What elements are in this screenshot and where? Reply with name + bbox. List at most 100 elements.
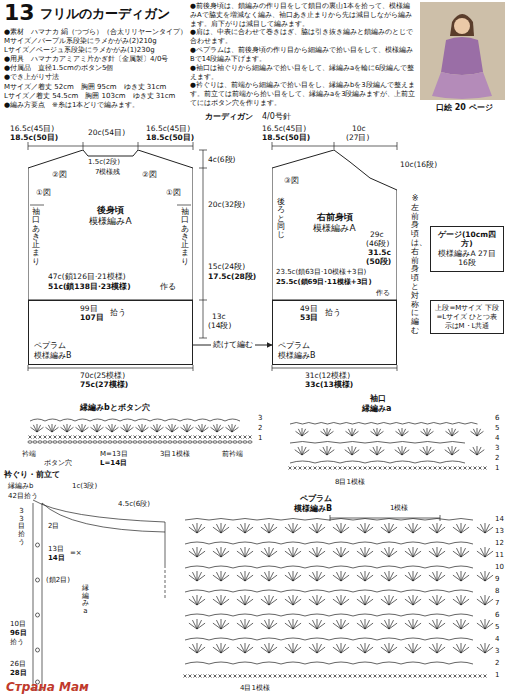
treble-stitch: [485, 572, 490, 581]
single-crochet: [474, 467, 477, 470]
node-text: ゲージ(10cm四方): [434, 230, 500, 249]
chain-arch: [440, 442, 465, 444]
length-dimension: [199, 150, 207, 338]
single-crochet: [74, 436, 77, 439]
single-crochet: [454, 675, 457, 678]
buttonhole-mark: [36, 578, 40, 582]
treble-stitch: [269, 524, 274, 533]
treble-stitch: [437, 523, 438, 533]
treble-stitch: [446, 431, 452, 436]
treble-stitch: [413, 619, 414, 629]
vertical-note: 33目拾う: [18, 508, 25, 546]
treble-stitch: [485, 547, 486, 557]
buttonhole-mark: [36, 613, 40, 617]
single-crochet: [224, 675, 227, 678]
single-crochet: [64, 436, 67, 439]
annotation-label: 1: [258, 434, 262, 442]
single-crochet: [229, 675, 232, 678]
treble-stitch: [357, 527, 365, 533]
treble-stitch: [221, 596, 226, 605]
treble-stitch: [106, 427, 112, 432]
single-crochet: [359, 675, 362, 678]
chain-stitch: [128, 441, 132, 443]
chain-arch: [290, 442, 315, 444]
node-text: ペプラム: [278, 341, 310, 351]
chain-stitch: [178, 441, 182, 443]
treble-stitch: [302, 429, 306, 436]
annotation-label: (27目): [346, 133, 369, 142]
treble-stitch: [31, 427, 37, 432]
chain-stitch: [58, 441, 62, 443]
chain-stitch: [208, 441, 212, 443]
annotation-label: 51c(鎖138目·23模様): [48, 282, 131, 291]
single-crochet: [229, 436, 232, 439]
single-crochet: [174, 436, 177, 439]
model-photo: [420, 2, 505, 100]
treble-stitch: [402, 447, 406, 455]
vertical-note: ※左前身頃は、右前身頃と対称に編む: [411, 195, 419, 336]
connector-label: 続けて編む: [211, 340, 255, 350]
chain-arch: [401, 519, 425, 521]
treble-stitch: [67, 425, 71, 432]
treble-stitch: [221, 571, 222, 581]
annotation-label: =×: [70, 549, 82, 557]
treble-stitch: [461, 644, 466, 653]
treble-stitch: [295, 450, 302, 455]
single-crochet: [84, 436, 87, 439]
chain-stitch: [63, 441, 67, 443]
chain-arch: [401, 590, 425, 592]
annotation-label: 5: [495, 424, 499, 432]
annotation-label: 17.5c(28段): [208, 272, 256, 281]
chain-arch: [329, 638, 353, 640]
chain-stitch: [228, 441, 232, 443]
treble-stitch: [402, 429, 406, 436]
annotation-label: 6: [495, 414, 499, 422]
chain-arch: [281, 662, 305, 664]
treble-stitch: [452, 447, 456, 455]
treble-stitch: [405, 647, 413, 653]
annotation-label: ボタン穴: [44, 459, 72, 467]
treble-stitch: [197, 596, 202, 605]
treble-stitch: [477, 623, 485, 629]
treble-stitch: [309, 575, 317, 581]
chain-arch: [257, 614, 281, 616]
single-crochet: [259, 675, 262, 678]
chain-arch: [440, 461, 465, 463]
treble-stitch: [437, 571, 438, 581]
treble-stitch: [429, 575, 437, 581]
annotation-label: 31.5c: [368, 248, 391, 257]
chain-arch: [403, 423, 416, 425]
annotation-label: 2: [495, 454, 499, 462]
single-crochet: [249, 675, 252, 678]
treble-stitch: [302, 447, 306, 455]
treble-stitch: [427, 447, 431, 455]
instruction-note: ●でき上がり寸法: [4, 73, 190, 82]
chain-arch: [425, 662, 449, 664]
single-crochet: [309, 467, 312, 470]
single-crochet: [474, 675, 477, 678]
single-crochet: [214, 675, 217, 678]
treble-stitch: [357, 551, 365, 557]
treble-stitch: [197, 547, 198, 557]
treble-stitch: [461, 548, 466, 557]
treble-stitch: [437, 619, 438, 629]
chain-stitch: [188, 441, 192, 443]
single-crochet: [309, 675, 312, 678]
treble-stitch: [405, 623, 413, 629]
single-crochet: [254, 675, 257, 678]
single-crochet: [364, 467, 367, 470]
chain-arch: [315, 423, 328, 425]
chain-arch: [185, 542, 209, 544]
chain-stitch: [233, 441, 237, 443]
chain-stitch: [123, 441, 127, 443]
treble-stitch: [352, 447, 356, 455]
chain-arch: [75, 419, 90, 421]
chain-arch: [185, 662, 209, 664]
treble-stitch: [341, 643, 342, 653]
chain-arch: [281, 519, 305, 521]
single-crochet: [49, 436, 52, 439]
chain-arch: [329, 519, 353, 521]
treble-stitch: [285, 599, 293, 605]
treble-stitch: [189, 623, 197, 629]
single-crochet: [124, 436, 127, 439]
